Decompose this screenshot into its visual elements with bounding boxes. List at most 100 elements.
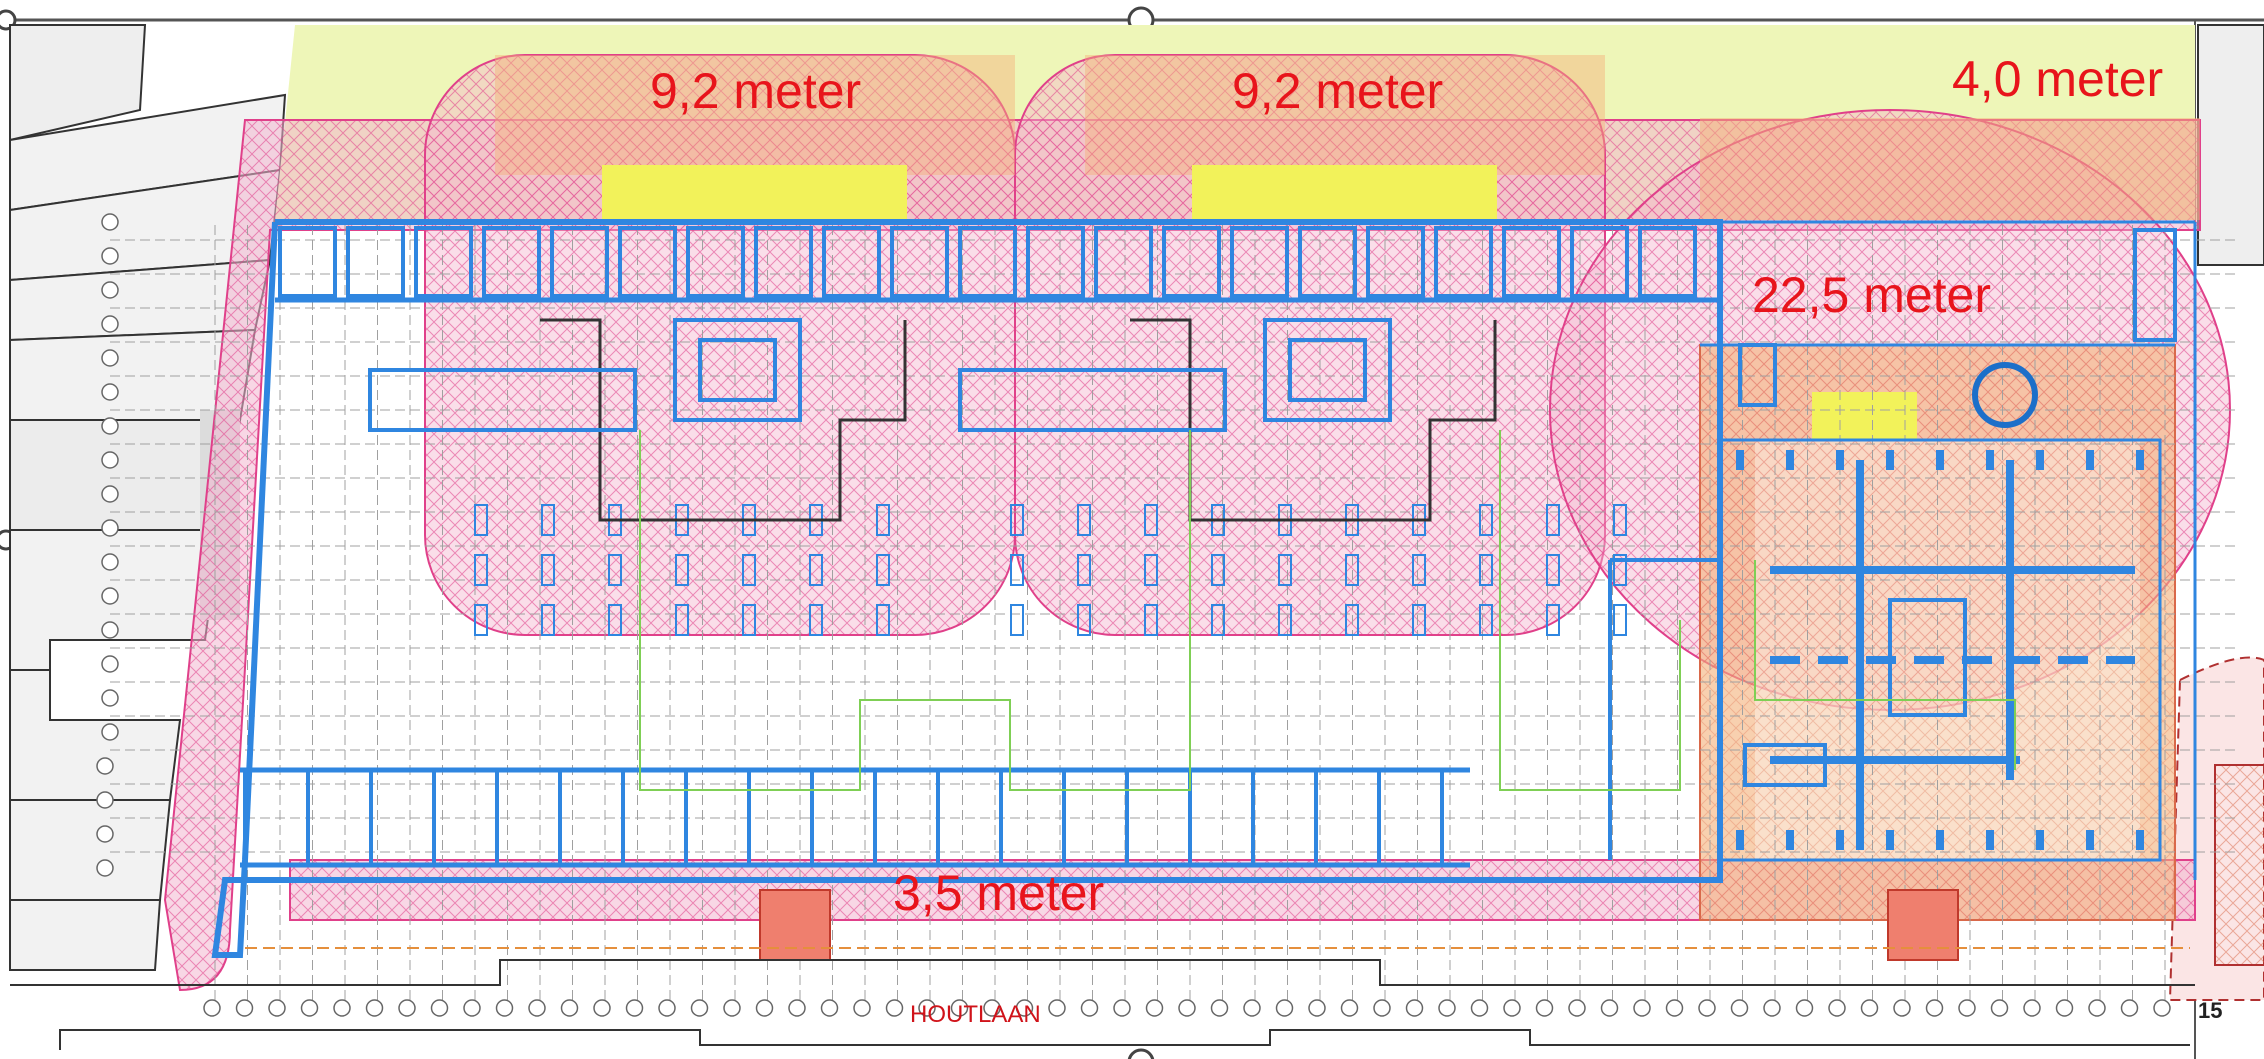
- dimension-label-north-west: 9,2 meter: [650, 63, 861, 119]
- axis-bubble: [101, 655, 119, 673]
- column-marker: [1144, 504, 1158, 536]
- axis-bubble: [1080, 999, 1099, 1017]
- axis-bubble: [853, 999, 871, 1017]
- axis-bubble: [1210, 999, 1229, 1017]
- unit-cell-north: [1094, 226, 1153, 298]
- column-marker: [541, 504, 555, 536]
- unit-cell-north: [754, 226, 813, 298]
- axis-bubble: [1568, 999, 1586, 1017]
- column-marker: [1144, 554, 1158, 586]
- axis-bubble: [1145, 999, 1164, 1017]
- axis-bubble: [1990, 999, 2009, 1017]
- column-marker: [1077, 554, 1091, 586]
- axis-bubble: [96, 825, 114, 843]
- axis-bubble: [1243, 999, 1261, 1017]
- unit-cell-north: [550, 226, 609, 298]
- unit-cell-north: [890, 226, 949, 298]
- axis-bubble: [1438, 999, 1456, 1017]
- axis-bubble: [268, 999, 286, 1017]
- column-marker: [1077, 604, 1091, 636]
- column-marker: [608, 554, 622, 586]
- axis-bubble: [2055, 999, 2074, 1017]
- column-marker: [474, 554, 488, 586]
- column-marker: [1546, 554, 1560, 586]
- column-marker: [742, 554, 756, 586]
- axis-bubble: [1503, 999, 1521, 1017]
- axis-bubble: [101, 315, 119, 333]
- column-marker: [1613, 504, 1627, 536]
- axis-bubble: [101, 485, 119, 503]
- column-marker: [1613, 604, 1627, 636]
- axis-bubble: [593, 999, 611, 1017]
- street-houtlaan: [10, 947, 2195, 1050]
- axis-bubble: [528, 999, 546, 1017]
- axis-bubble: [723, 999, 741, 1017]
- unit-cell-north: [1298, 226, 1357, 298]
- axis-bubble: [885, 999, 904, 1017]
- column-marker: [876, 604, 890, 636]
- dimension-label-east: 22,5 meter: [1752, 267, 1991, 323]
- column-marker: [1010, 554, 1024, 586]
- axis-bubble: [101, 621, 119, 639]
- column-marker: [1211, 554, 1225, 586]
- axis-bubble: [755, 999, 774, 1017]
- residential-units: [243, 226, 1697, 865]
- column-marker: [1345, 554, 1359, 586]
- axis-bubble: [96, 859, 114, 877]
- street-name-label: HOUTLAAN: [910, 1001, 1041, 1028]
- landscape-lines: [639, 430, 2016, 791]
- axis-bubble: [1470, 999, 1489, 1017]
- column-marker: [1010, 604, 1024, 636]
- axis-bubble: [101, 281, 119, 299]
- neighbour-plots-west: [9, 24, 287, 971]
- axis-bubble: [1340, 999, 1359, 1017]
- resize-handle-bottom[interactable]: [1127, 1048, 1155, 1059]
- axis-bubble: [1633, 999, 1651, 1017]
- axis-bubble: [101, 451, 119, 469]
- dimension-label-south: 3,5 meter: [893, 865, 1104, 921]
- axis-bubble: [398, 999, 416, 1017]
- axis-bubble: [1600, 999, 1619, 1017]
- unit-cell-north: [1434, 226, 1493, 298]
- axis-bubble: [625, 999, 644, 1017]
- column-marker: [541, 554, 555, 586]
- column-marker: [1479, 504, 1493, 536]
- entrance-landing-east: [1887, 889, 1959, 961]
- axis-bubble: [560, 999, 579, 1017]
- structural-grid: [110, 225, 2235, 1000]
- column-marker: [1613, 554, 1627, 586]
- axis-bubble: [96, 757, 114, 775]
- column-marker: [474, 504, 488, 536]
- axis-bubble: [1665, 999, 1684, 1017]
- building-walls: [211, 219, 2197, 958]
- column-marker: [1546, 604, 1560, 636]
- grid-axis-bubbles: [96, 213, 2171, 1017]
- dimension-label-north-middle: 9,2 meter: [1232, 63, 1443, 119]
- column-marker: [1546, 504, 1560, 536]
- axis-bubble: [983, 999, 1001, 1017]
- unit-cell-north: [1026, 226, 1085, 298]
- axis-bubble: [1048, 999, 1066, 1017]
- column-marker: [876, 504, 890, 536]
- sheet-number: 15: [2198, 998, 2222, 1023]
- axis-bubble: [463, 999, 481, 1017]
- unit-cell-north: [346, 226, 405, 298]
- axis-bubble: [203, 999, 221, 1017]
- column-marker: [675, 554, 689, 586]
- axis-bubble: [1373, 999, 1391, 1017]
- axis-bubble: [1828, 999, 1846, 1017]
- column-marker: [541, 604, 555, 636]
- axis-bubble: [2120, 999, 2139, 1017]
- axis-bubble: [101, 417, 119, 435]
- axis-bubble: [2153, 999, 2171, 1017]
- axis-bubble: [300, 999, 319, 1017]
- axis-bubble: [495, 999, 514, 1017]
- column-marker: [1412, 554, 1426, 586]
- unit-cell-north: [1230, 226, 1289, 298]
- unit-cell-north: [618, 226, 677, 298]
- axis-bubble: [918, 999, 936, 1017]
- axis-bubble: [101, 689, 119, 707]
- column-marker: [1077, 504, 1091, 536]
- unit-cell-north: [1570, 226, 1629, 298]
- axis-bubble: [101, 553, 119, 571]
